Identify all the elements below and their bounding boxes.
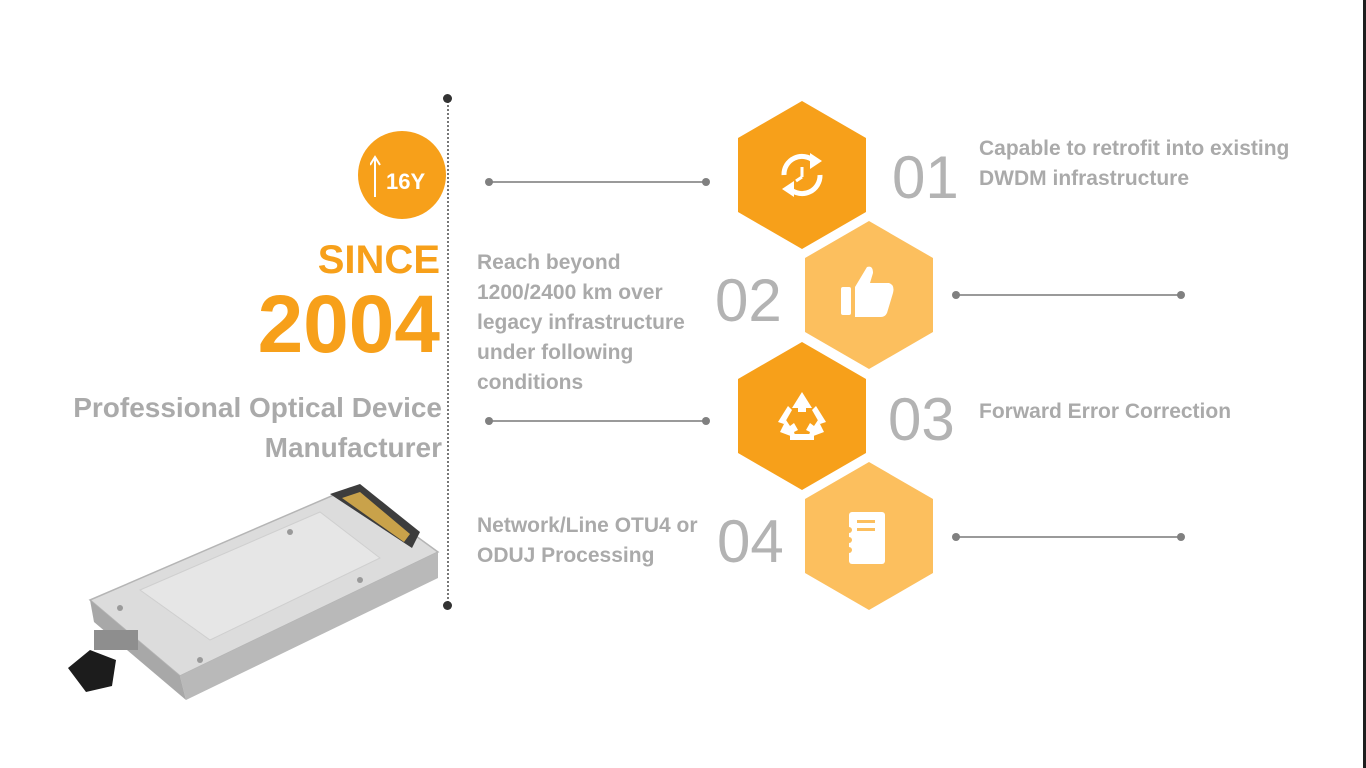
thumbs-up-icon: [841, 266, 894, 317]
since-year: 2004: [257, 279, 440, 370]
connector-dot: [702, 178, 710, 186]
connector-dot: [485, 417, 493, 425]
notebook-icon: [846, 512, 885, 564]
timeline-dot-top: [443, 94, 452, 103]
up-arrow-icon: [370, 155, 381, 197]
badge-text: 16Y: [386, 169, 426, 194]
connector-line-3: [489, 420, 706, 422]
tagline-line-2: Manufacturer: [264, 432, 442, 463]
company-tagline: Professional Optical Device Manufacturer: [30, 388, 442, 468]
connector-dot: [485, 178, 493, 186]
since-label: SINCE: [317, 238, 440, 282]
hexagon-04: [805, 462, 933, 610]
feature-number-01: 01: [892, 144, 959, 211]
years-badge: 16Y: [358, 131, 446, 219]
connector-dot: [702, 417, 710, 425]
feature-number-02: 02: [715, 267, 782, 334]
hexagon-03: [738, 342, 866, 490]
hexagon-02: [805, 221, 933, 369]
connector-dot: [1177, 291, 1185, 299]
connector-dot: [1177, 533, 1185, 541]
transceiver-module-image: [68, 484, 440, 700]
tagline-line-1: Professional Optical Device: [73, 392, 442, 423]
refresh-icon: [781, 153, 823, 197]
feature-text-03: Forward Error Correction: [979, 400, 1232, 423]
connector-line-4: [956, 536, 1181, 538]
timeline-dot-bottom: [443, 601, 452, 610]
feature-text-01: Capable to retrofit into existing DWDM i…: [979, 137, 1290, 190]
connector-dot: [952, 533, 960, 541]
feature-text-04: Network/Line OTU4 or ODUJ Processing: [477, 514, 698, 567]
connector-line-2: [956, 294, 1181, 296]
recycle-icon: [778, 392, 826, 440]
hexagon-01: [738, 101, 866, 249]
connector-dot: [952, 291, 960, 299]
feature-number-04: 04: [717, 508, 784, 575]
right-edge-bar: [1363, 0, 1366, 768]
feature-number-03: 03: [888, 386, 955, 453]
feature-text-02: Reach beyond 1200/2400 km over legacy in…: [477, 251, 685, 394]
connector-line-1: [489, 181, 706, 183]
timeline-divider: [447, 98, 449, 606]
